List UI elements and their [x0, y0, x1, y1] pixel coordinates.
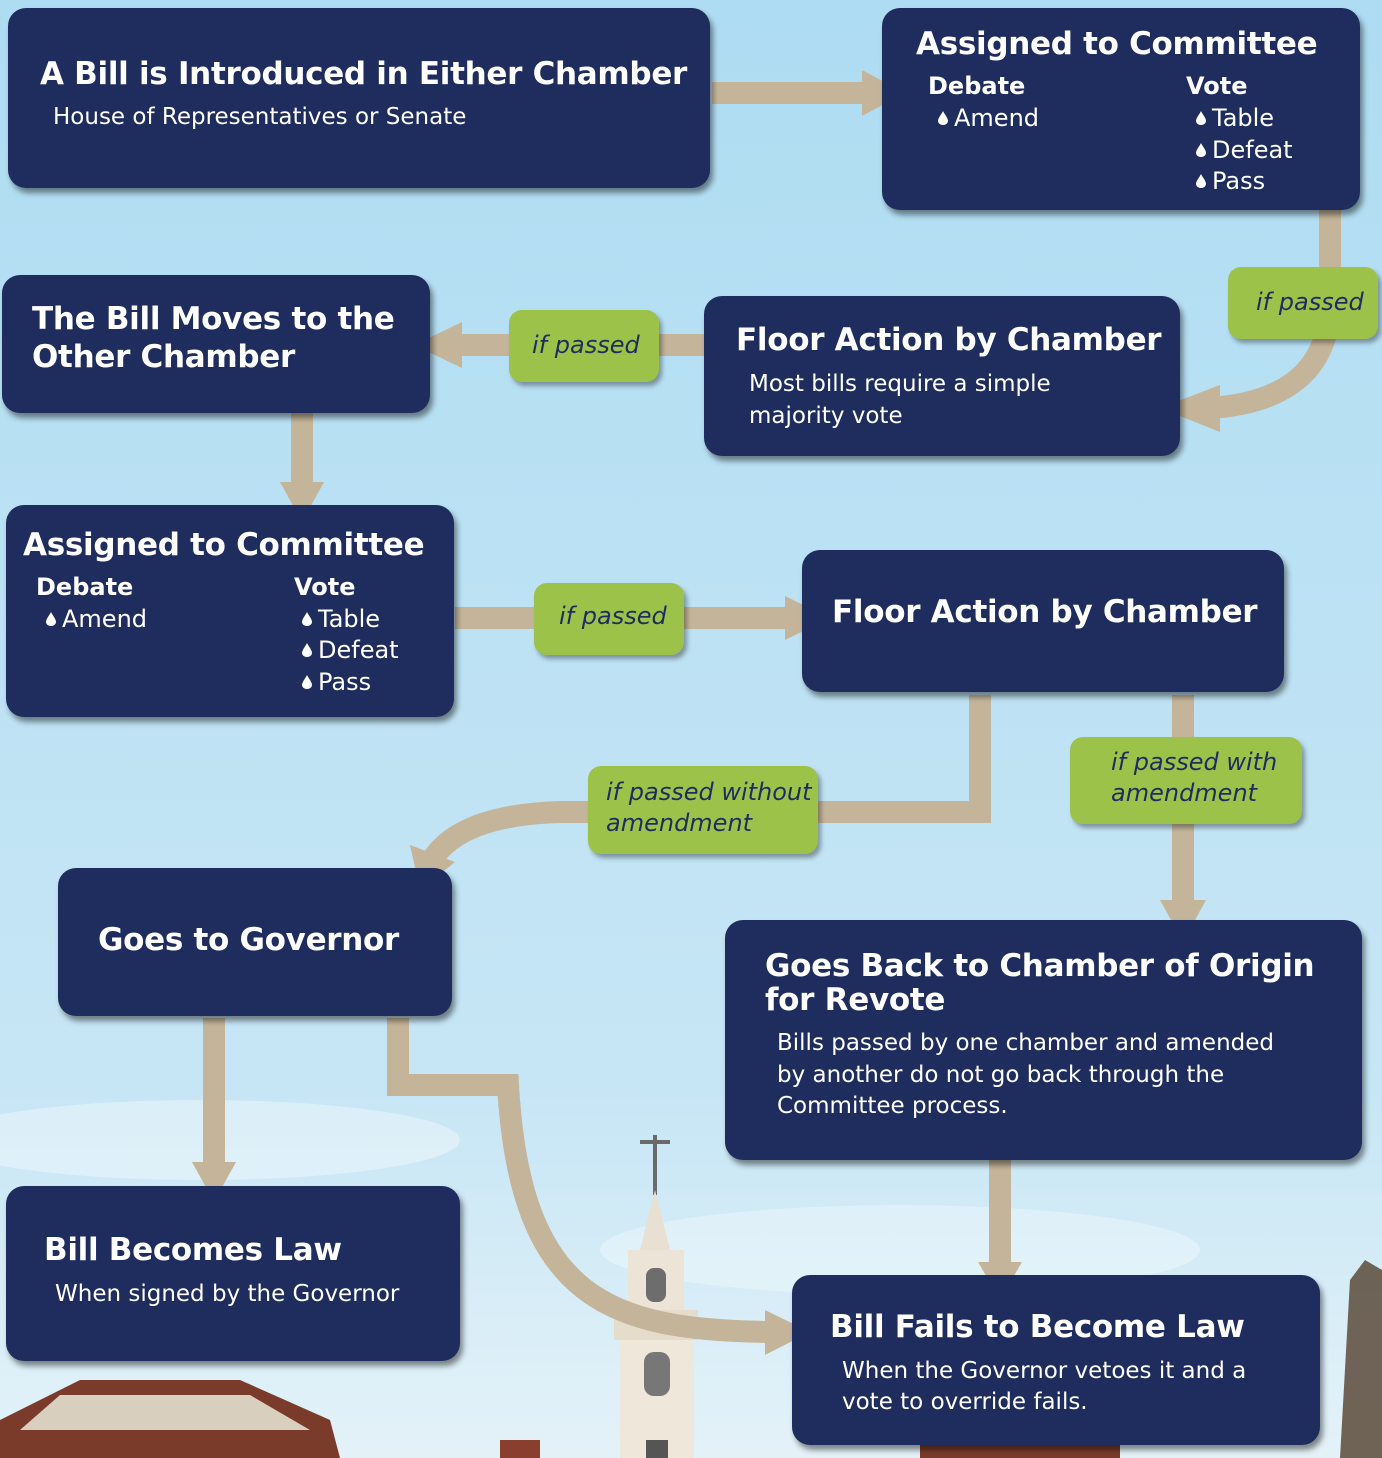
bullet-drop-icon	[46, 612, 56, 626]
back-to-origin-body-line1: Bills passed by one chamber and amended	[777, 1030, 1274, 1056]
condition-label-passed-without-amendment: if passed without amendment	[588, 766, 818, 854]
committee-1-vote-item-label: Pass	[1212, 167, 1266, 195]
condition-label-if-passed-1: if passed	[1228, 267, 1378, 339]
arrowhead-to-law	[192, 1162, 236, 1202]
condition-text-line2: amendment	[606, 809, 753, 837]
committee-1-title: Assigned to Committee	[916, 26, 1318, 62]
bill-moves-title-line2: Other Chamber	[32, 339, 295, 375]
condition-label-if-passed-3: if passed	[534, 583, 684, 655]
committee-box-2: Assigned to Committee Debate Vote Amend …	[6, 505, 454, 717]
committee-1-vote-item-defeat: Defeat	[1196, 136, 1293, 164]
committee-2-vote-item-defeat: Defeat	[302, 636, 399, 664]
back-to-origin-body-line3: Committee process.	[777, 1093, 1008, 1119]
condition-text-line2: amendment	[1111, 779, 1258, 807]
bullet-drop-icon	[1196, 111, 1206, 125]
committee-2-vote-item-label: Table	[318, 605, 381, 633]
bullet-drop-icon	[1196, 143, 1206, 157]
committee-2-vote-item-table: Table	[302, 605, 380, 633]
committee-2-title: Assigned to Committee	[23, 527, 425, 563]
building-illustration	[0, 1135, 1382, 1458]
back-to-origin-body-line2: by another do not go back through the	[777, 1062, 1225, 1088]
bullet-drop-icon	[302, 675, 312, 689]
bullet-drop-icon	[302, 643, 312, 657]
goes-to-governor-box: Goes to Governor	[58, 868, 452, 1016]
committee-1-vote-item-label: Table	[1212, 104, 1275, 132]
arrowhead-to-moves	[414, 322, 462, 368]
committee-1-vote-label: Vote	[1186, 72, 1248, 100]
committee-2-vote-item-pass: Pass	[302, 668, 371, 696]
committee-1-vote-item-label: Defeat	[1212, 136, 1293, 164]
connector-floor-to-governor	[422, 695, 991, 867]
committee-1-debate-item-amend: Amend	[938, 104, 1039, 132]
condition-text: if passed	[559, 602, 667, 630]
condition-text: if passed	[532, 331, 640, 359]
arrowhead-to-committee-2	[280, 482, 324, 522]
committee-box-1: Assigned to Committee Debate Vote Amend …	[882, 8, 1360, 210]
committee-2-debate-item-label: Amend	[62, 605, 148, 633]
bill-introduced-box: A Bill is Introduced in Either Chamber H…	[8, 8, 710, 188]
bullet-drop-icon	[938, 111, 948, 125]
bill-moves-title-line1: The Bill Moves to the	[32, 301, 395, 337]
committee-1-debate-item-label: Amend	[954, 104, 1040, 132]
back-to-origin-box: Goes Back to Chamber of Origin for Revot…	[725, 920, 1362, 1160]
committee-2-debate-label: Debate	[36, 573, 134, 601]
bill-introduced-title: A Bill is Introduced in Either Chamber	[40, 56, 688, 92]
bullet-drop-icon	[1196, 174, 1206, 188]
condition-text-line1: if passed with	[1111, 748, 1278, 776]
bill-introduced-subtitle: House of Representatives or Senate	[53, 104, 467, 130]
floor-action-1-title: Floor Action by Chamber	[736, 322, 1162, 358]
bill-fails-box: Bill Fails to Become Law When the Govern…	[792, 1275, 1320, 1445]
back-to-origin-title-line1: Goes Back to Chamber of Origin	[765, 948, 1315, 984]
committee-2-vote-item-label: Defeat	[318, 636, 399, 664]
condition-label-passed-with-amendment: if passed with amendment	[1070, 737, 1302, 824]
connector-governor-to-fails	[387, 1018, 771, 1343]
becomes-law-title: Bill Becomes Law	[44, 1232, 342, 1268]
bill-moves-box: The Bill Moves to the Other Chamber	[2, 275, 430, 413]
condition-text-line1: if passed without	[606, 778, 812, 806]
bill-becomes-law-box: Bill Becomes Law When signed by the Gove…	[6, 1186, 460, 1361]
governor-title: Goes to Governor	[98, 922, 400, 958]
committee-1-vote-item-table: Table	[1196, 104, 1274, 132]
becomes-law-subtitle: When signed by the Governor	[55, 1281, 400, 1307]
floor-action-box-1: Floor Action by Chamber Most bills requi…	[704, 296, 1180, 456]
floor-action-1-subtitle-line1: Most bills require a simple	[749, 371, 1051, 397]
committee-2-vote-label: Vote	[294, 573, 356, 601]
floor-action-1-subtitle-line2: majority vote	[749, 403, 903, 429]
committee-1-debate-label: Debate	[928, 72, 1026, 100]
floor-action-box-2: Floor Action by Chamber	[802, 550, 1284, 692]
committee-2-debate-item-amend: Amend	[46, 605, 147, 633]
arrowhead-to-floor-1	[1160, 385, 1220, 432]
arrowhead-to-fails-1	[765, 1310, 810, 1355]
committee-2-vote-item-label: Pass	[318, 668, 372, 696]
condition-text: if passed	[1256, 288, 1364, 316]
condition-label-if-passed-2: if passed	[509, 310, 659, 382]
back-to-origin-title-line2: for Revote	[765, 982, 946, 1018]
committee-1-vote-item-pass: Pass	[1196, 167, 1265, 195]
fails-subtitle-line1: When the Governor vetoes it and a	[842, 1358, 1247, 1384]
bullet-drop-icon	[302, 612, 312, 626]
floor-action-2-title: Floor Action by Chamber	[832, 594, 1258, 630]
fails-title: Bill Fails to Become Law	[830, 1309, 1245, 1345]
fails-subtitle-line2: vote to override fails.	[842, 1389, 1088, 1415]
